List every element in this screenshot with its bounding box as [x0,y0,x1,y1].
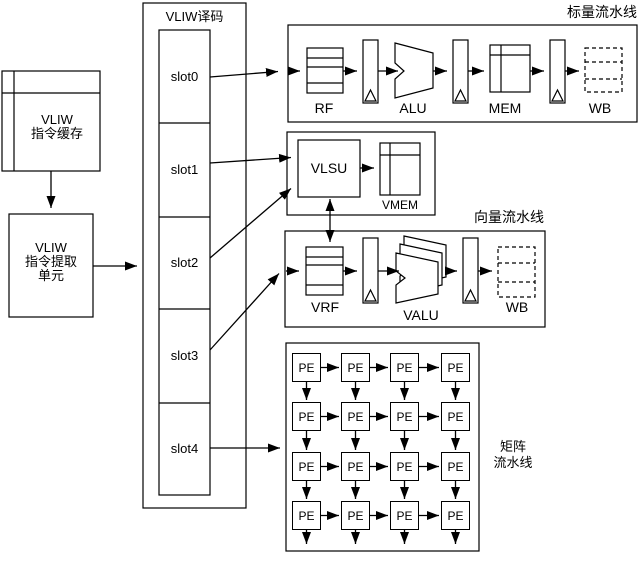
pe-cell: PE [390,501,419,530]
arrow-slot3-to-vector [209,273,280,351]
mem-label: MEM [488,100,522,116]
vector-pipeline-title: 向量流水线 [474,209,544,225]
pe-cell: PE [441,452,470,481]
slot2-label: slot2 [170,255,199,270]
pe-cell: PE [390,353,419,382]
pe-cell: PE [341,353,370,382]
vmem-label: VMEM [382,198,418,212]
rf-icon [306,47,344,94]
instruction-cache-label: VLIW 指令缓存 [30,112,83,141]
pipeline-register-icon [362,39,566,104]
fetch-unit-label: VLIW 指令提取 单元 [24,240,77,283]
pe-cell: PE [441,353,470,382]
scalar-pipeline-title: 标量流水线 [567,4,637,20]
pe-cell: PE [441,402,470,431]
slot4-label: slot4 [170,441,199,456]
valu-label: VALU [403,307,439,323]
matrix-pipeline-title: 矩阵 流水线 [493,439,533,470]
vector-pipeline-box [284,230,546,328]
pe-cell: PE [292,452,321,481]
slot3-label: slot3 [170,348,199,363]
arrow-slot0-to-scalar [209,67,279,78]
alu-label: ALU [399,100,427,116]
flow-arrows [46,66,579,544]
pe-cell: PE [341,402,370,431]
fetch-unit-box [8,213,94,318]
scalar-pipeline-box [287,24,638,123]
mem-icon [489,44,531,93]
alu-icon [394,42,434,99]
valu-icon [395,235,447,304]
arrow-slot1-to-vlsu [209,153,292,164]
vmem-icon [379,142,421,196]
vector-wb-label: WB [505,299,529,315]
pe-cell: PE [390,452,419,481]
pe-cell: PE [441,501,470,530]
pe-cell: PE [292,402,321,431]
wb-icon [497,246,536,298]
vlsu-group-box [286,131,436,216]
pe-cell: PE [341,501,370,530]
vrf-icon [305,246,344,296]
arrow-slot2-to-vlsu [209,188,292,259]
vlsu-box [297,139,361,198]
scalar-wb-label: WB [588,100,612,116]
pe-cell: PE [292,353,321,382]
slot0-label: slot0 [170,69,199,84]
vrf-label: VRF [311,299,339,315]
pe-cell: PE [292,501,321,530]
decoder-box [142,2,247,509]
instruction-cache-box [1,70,101,172]
pe-cell: PE [390,402,419,431]
pipeline-register-icon [362,237,479,304]
pe-cell: PE [341,452,370,481]
vlsu-label: VLSU [310,160,348,176]
wb-icon [584,47,623,93]
rf-label: RF [314,100,334,116]
slot1-label: slot1 [170,162,199,177]
decoder-title: VLIW译码 [165,9,224,24]
